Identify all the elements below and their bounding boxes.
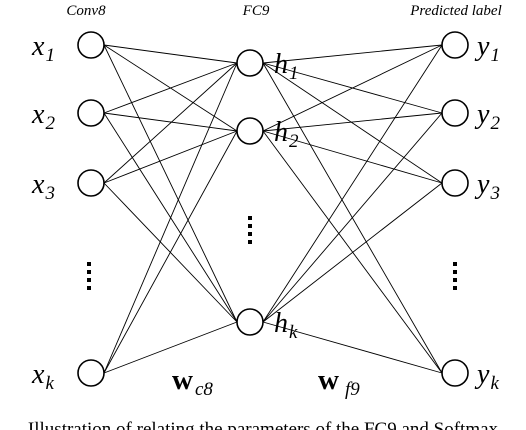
edge-h0-y0 — [262, 44, 443, 64]
figure-caption: Illustration of relating the parameters … — [28, 419, 499, 430]
edges — [103, 44, 443, 374]
edge-h1-y1 — [262, 112, 443, 132]
edge-x2-h1 — [103, 130, 238, 184]
output-node-y2 — [441, 99, 469, 127]
y2-label: y2 — [474, 99, 500, 134]
edge-x3-h2 — [103, 321, 238, 374]
edge-x2-h0 — [103, 62, 238, 184]
edge-h2-y1 — [262, 112, 443, 323]
h1-label: h1 — [274, 49, 299, 84]
input-node-xk — [77, 359, 105, 387]
x2-label: x2 — [31, 99, 55, 134]
xk-label: xk — [31, 359, 54, 394]
hidden-node-h2 — [236, 117, 264, 145]
input-node-x2 — [77, 99, 105, 127]
edge-h2-y2 — [262, 182, 443, 323]
h2-label: h2 — [274, 117, 299, 152]
edge-x3-h0 — [103, 62, 238, 374]
input-node-x1 — [77, 31, 105, 59]
input-node-x3 — [77, 169, 105, 197]
y1-label: y1 — [474, 31, 500, 66]
predicted-label-header: Predicted label — [409, 3, 502, 19]
x3-label: x3 — [31, 169, 55, 204]
edge-h0-y2 — [262, 62, 443, 184]
edge-h2-y3 — [262, 321, 443, 374]
conv8-header: Conv8 — [66, 3, 106, 19]
output-node-y1 — [441, 31, 469, 59]
fc9-header: FC9 — [242, 3, 270, 19]
edge-x0-h0 — [103, 44, 238, 64]
edge-h1-y0 — [262, 44, 443, 132]
output-node-yk — [441, 359, 469, 387]
edge-x3-h1 — [103, 130, 238, 374]
yk-label: yk — [474, 359, 499, 394]
output-ellipsis — [453, 262, 457, 290]
edge-x1-h1 — [103, 112, 238, 132]
input-layer: x1 x2 x3 xk — [31, 31, 105, 394]
hk-label: hk — [274, 308, 298, 343]
edge-h2-y0 — [262, 44, 443, 323]
edge-h1-y2 — [262, 130, 443, 184]
output-layer: y1 y2 y3 yk — [441, 31, 500, 394]
hidden-node-h1 — [236, 49, 264, 77]
hidden-node-hk — [236, 308, 264, 336]
edge-x0-h2 — [103, 44, 238, 323]
edge-x1-h0 — [103, 62, 238, 114]
y3-label: y3 — [474, 169, 500, 204]
input-ellipsis — [87, 262, 91, 290]
hidden-layer: h1 h2 hk — [236, 49, 299, 343]
output-node-y3 — [441, 169, 469, 197]
x1-label: x1 — [31, 31, 55, 66]
hidden-ellipsis — [248, 216, 252, 244]
